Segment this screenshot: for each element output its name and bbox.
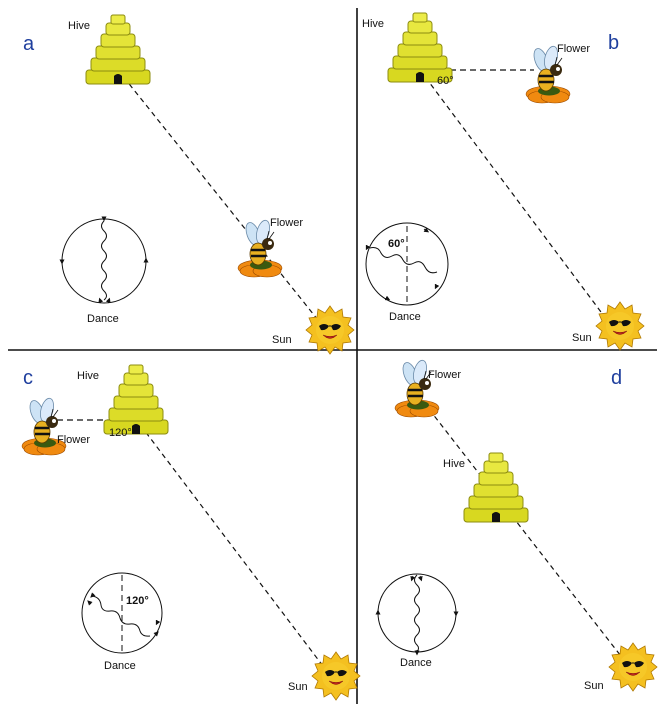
hive-to-sun-path bbox=[419, 69, 605, 317]
dance-diagram bbox=[81, 572, 163, 654]
dance-angle: 120° bbox=[126, 595, 149, 607]
flower-label: Flower bbox=[557, 43, 590, 55]
panel-d: d Flower Hive Sun Dance bbox=[375, 357, 658, 692]
dance-diagram bbox=[59, 216, 149, 304]
panel-letter: d bbox=[611, 367, 622, 389]
sun-icon bbox=[608, 642, 658, 692]
panel-a: a Hive Flower Sun Dance bbox=[23, 14, 355, 355]
dance-diagram bbox=[375, 573, 459, 656]
dance-label: Dance bbox=[400, 657, 432, 669]
hive-label: Hive bbox=[443, 458, 465, 470]
sun-label: Sun bbox=[572, 332, 592, 344]
panel-c: c Hive 120° Flower Sun 120° Dance bbox=[20, 364, 361, 701]
panel-letter: a bbox=[23, 33, 35, 55]
panel-letter: b bbox=[608, 32, 619, 54]
sun-icon bbox=[595, 301, 645, 351]
bee-on-flower-icon bbox=[20, 395, 68, 457]
flower-to-sun-path bbox=[417, 394, 625, 661]
beehive-icon bbox=[103, 364, 169, 435]
panel-b: b Hive 60° Flower Sun 60° Dance bbox=[362, 12, 645, 351]
sun-label: Sun bbox=[584, 680, 604, 692]
path-angle: 120° bbox=[109, 427, 132, 439]
hive-to-sun-path bbox=[134, 417, 327, 671]
sun-icon bbox=[305, 305, 355, 355]
dance-label: Dance bbox=[87, 313, 119, 325]
hive-to-sun-path bbox=[117, 69, 319, 321]
beehive-icon bbox=[387, 12, 453, 83]
panel-letter: c bbox=[23, 367, 33, 389]
dance-diagram bbox=[365, 222, 449, 306]
beehive-icon bbox=[463, 452, 529, 523]
flower-label: Flower bbox=[270, 217, 303, 229]
hive-label: Hive bbox=[68, 20, 90, 32]
flower-label: Flower bbox=[428, 369, 461, 381]
sun-label: Sun bbox=[288, 681, 308, 693]
sun-label: Sun bbox=[272, 334, 292, 346]
dance-angle: 60° bbox=[388, 238, 405, 250]
flower-label: Flower bbox=[57, 434, 90, 446]
beehive-icon bbox=[85, 14, 151, 85]
path-angle: 60° bbox=[437, 75, 454, 87]
sun-icon bbox=[311, 651, 361, 701]
bee-on-flower-icon bbox=[393, 357, 441, 419]
dance-label: Dance bbox=[104, 660, 136, 672]
dance-label: Dance bbox=[389, 311, 421, 323]
hive-label: Hive bbox=[362, 18, 384, 30]
hive-label: Hive bbox=[77, 370, 99, 382]
